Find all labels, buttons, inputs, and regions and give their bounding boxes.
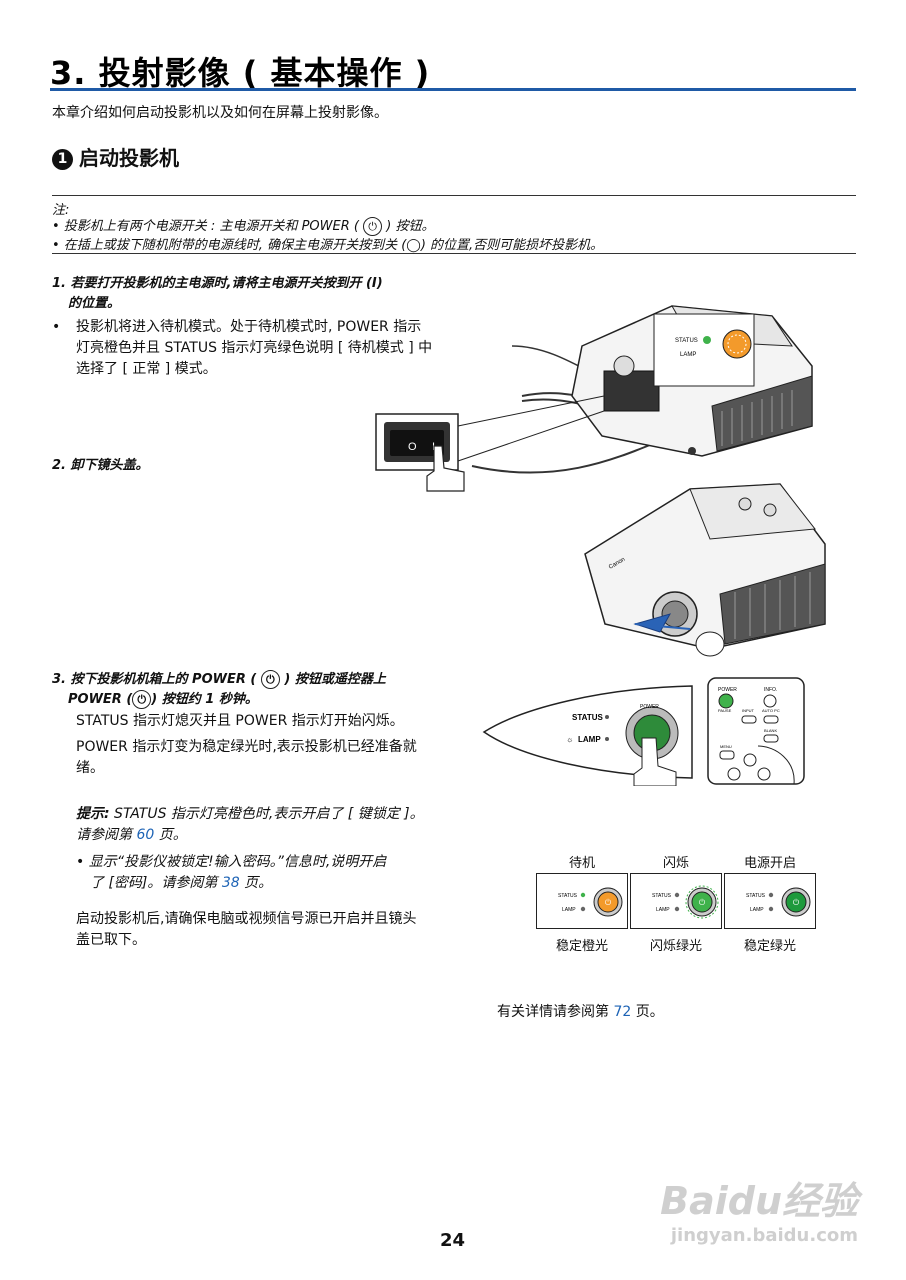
tip-text: 页。 — [154, 827, 187, 843]
remote-blank-label: BLANK — [764, 728, 777, 733]
step-2-title: 2. 卸下镜头盖。 — [52, 458, 149, 473]
step-1-body-line: 选择了 [ 正常 ] 模式。 — [76, 361, 217, 377]
chapter-intro: 本章介绍如何启动投影机以及如何在屏幕上投射影像。 — [52, 105, 388, 121]
remote-control-illustration: POWER INFO. PAUSE INPUT AUTO PC BLANK ME… — [707, 677, 805, 785]
panel-status-label: STATUS — [572, 713, 603, 722]
indicator-lamp-label: LAMP — [562, 907, 576, 913]
ref-text: 有关详情请参阅第 — [497, 1004, 614, 1020]
ref-text: 页。 — [631, 1004, 664, 1020]
note-item-1-text: • 投影机上有两个电源开关 : 主电源开关和 POWER ( — [52, 219, 359, 234]
step-1-body: 投影机将进入待机模式。处于待机模式时, POWER 指示 灯亮橙色并且 STAT… — [76, 317, 468, 380]
note-item-1: • 投影机上有两个电源开关 : 主电源开关和 POWER ( ⏻ ) 按钮。 — [52, 215, 434, 236]
remote-autopc-label: AUTO PC — [762, 708, 780, 713]
indicator-state-description: 闪烁绿光 — [649, 939, 702, 954]
detail-reference: 有关详情请参阅第 72 页。 — [497, 1002, 664, 1023]
indicator-state-label: 待机 — [568, 856, 595, 871]
title-underline — [50, 88, 856, 91]
step-3-para-1: STATUS 指示灯熄灭并且 POWER 指示灯开始闪烁。 — [76, 713, 404, 729]
page-link-38[interactable]: 38 — [221, 875, 240, 891]
note-top-rule — [52, 195, 856, 196]
tip-text: STATUS 指示灯亮橙色时,表示开启了 [ 键锁定 ]。 — [109, 806, 424, 822]
indicator-panel: STATUS LAMP ⏻ — [630, 873, 722, 929]
tip-text: 页。 — [239, 875, 273, 891]
step-1-line-2: 的位置。 — [68, 296, 121, 311]
step-3-para-2-line: 绪。 — [76, 760, 104, 776]
section-number: 1 — [52, 149, 73, 170]
baidu-watermark: Baidu经验 jingyan.baidu.com — [660, 1170, 858, 1246]
tip-bullet-line-2: 了 [密码]。请参阅第 38 页。 — [76, 873, 424, 894]
step-1-bullet: • — [52, 319, 61, 335]
remote-info-label: INFO. — [764, 687, 777, 693]
tip-label: 提示: — [76, 806, 110, 822]
note-item-1-end: ) 按钮。 — [386, 219, 435, 234]
tip-line-1: 提示: STATUS 指示灯亮橙色时,表示开启了 [ 键锁定 ]。 — [76, 804, 424, 825]
svg-text:⏻: ⏻ — [605, 898, 612, 907]
watermark-url: jingyan.baidu.com — [670, 1225, 858, 1246]
step-1-line-1: 1. 若要打开投影机的主电源时,请将主电源开关按到开 (I) — [52, 276, 383, 291]
step-3-para-2: POWER 指示灯变为稳定绿光时,表示投影机已经准备就 绪。 — [76, 737, 470, 779]
indicator-status-label: STATUS — [746, 893, 766, 899]
step-3-line-2: POWER (⏻) 按钮约 1 秒钟。 — [52, 690, 386, 710]
step-3-title: 3. 按下投影机机箱上的 POWER ( ⏻ ) 按钮或遥控器上 POWER (… — [52, 670, 386, 710]
remote-pause-label: PAUSE — [718, 708, 732, 713]
indicator-state-label: 电源开启 — [743, 856, 796, 871]
indicator-status-label: STATUS — [652, 893, 672, 899]
zoom-lamp-label: LAMP — [680, 352, 696, 358]
indicator-state: 电源开启 STATUS LAMP ⏻ 稳定绿光 — [724, 852, 816, 954]
power-symbol-icon: ⏻ — [260, 670, 280, 689]
closing-line: 盖已取下。 — [76, 932, 146, 948]
watermark-brand: Baidu经验 — [660, 1179, 858, 1223]
closing-text: 启动投影机后,请确保电脑或视频信号源已开启并且镜头 盖已取下。 — [76, 909, 470, 951]
section-title: 启动投影机 — [79, 146, 179, 170]
remote-input-label: INPUT — [742, 708, 755, 713]
indicator-state-description: 稳定橙光 — [555, 939, 608, 954]
step-3-text: 3. 按下投影机机箱上的 POWER ( — [52, 672, 257, 687]
step-1-body-line: 投影机将进入待机模式。处于待机模式时, POWER 指示 — [76, 319, 422, 335]
note-bottom-rule — [52, 253, 856, 254]
indicator-status-label: STATUS — [558, 893, 578, 899]
svg-text:⏻: ⏻ — [699, 898, 706, 907]
tip-text: 请参阅第 — [76, 827, 137, 843]
indicator-state-label: 闪烁 — [662, 856, 689, 871]
page-link-60[interactable]: 60 — [136, 827, 155, 843]
remote-power-label: POWER — [718, 687, 737, 693]
zoom-status-label: STATUS — [675, 338, 698, 344]
indicator-panel: STATUS LAMP ⏻ — [536, 873, 628, 929]
indicator-state: 闪烁 STATUS LAMP ⏻ 闪烁绿光 — [630, 852, 722, 954]
note-item-2: • 在插上或拔下随机附带的电源线时, 确保主电源开关按到关 (◯) 的位置,否则… — [52, 238, 604, 253]
power-symbol-icon: ⏻ — [132, 690, 152, 709]
projector-main-switch-illustration: STATUS LAMP O I — [375, 305, 813, 492]
lens-cap-illustration: Canon — [584, 483, 826, 657]
svg-text:⏻: ⏻ — [793, 898, 800, 907]
indicator-lamp-label: LAMP — [656, 907, 670, 913]
page-number: 24 — [440, 1230, 466, 1251]
control-panel-illustration: STATUS ☼ LAMP POWER — [482, 685, 693, 786]
step-3-text: ) 按钮或遥控器上 — [284, 672, 386, 687]
closing-line: 启动投影机后,请确保电脑或视频信号源已开启并且镜头 — [76, 911, 417, 927]
panel-lamp-label: LAMP — [578, 735, 601, 744]
section-heading: 1 启动投影机 — [52, 142, 179, 171]
step-3-line-1: 3. 按下投影机机箱上的 POWER ( ⏻ ) 按钮或遥控器上 — [52, 670, 386, 690]
indicator-states: 待机 STATUS LAMP ⏻ 稳定橙光 闪烁 STATUS LAMP ⏻ 闪烁绿光 电源开启 ST… — [536, 852, 816, 954]
step-3-text: ) 按钮约 1 秒钟。 — [151, 692, 258, 707]
step-3-para-2-line: POWER 指示灯变为稳定绿光时,表示投影机已经准备就 — [76, 739, 417, 755]
step-1-body-line: 灯亮橙色并且 STATUS 指示灯亮绿色说明 [ 待机模式 ] 中 — [76, 340, 433, 356]
svg-text:☼: ☼ — [566, 735, 573, 744]
indicator-panel: STATUS LAMP ⏻ — [724, 873, 816, 929]
tip-line-2: 请参阅第 60 页。 — [76, 825, 424, 846]
remote-menu-label: MENU — [720, 744, 732, 749]
step-1-title: 1. 若要打开投影机的主电源时,请将主电源开关按到开 (I) 的位置。 — [52, 274, 383, 314]
tip-block: 提示: STATUS 指示灯亮橙色时,表示开启了 [ 键锁定 ]。 请参阅第 6… — [76, 804, 424, 894]
page-link-72[interactable]: 72 — [613, 1004, 632, 1020]
page-title: 3. 投射影像 ( 基本操作 ) — [50, 54, 431, 92]
panel-power-label: POWER — [640, 704, 659, 710]
note-label: 注: — [52, 203, 70, 218]
tip-bullet-line-1: • 显示“投影仪被锁定!输入密码。”信息时,说明开启 — [76, 854, 387, 870]
tip-text: 了 [密码]。请参阅第 — [90, 875, 222, 891]
indicator-lamp-label: LAMP — [750, 907, 764, 913]
switch-off-label: O — [408, 441, 417, 453]
step-3-text: POWER ( — [68, 692, 133, 707]
indicator-state: 待机 STATUS LAMP ⏻ 稳定橙光 — [536, 852, 628, 954]
indicator-state-description: 稳定绿光 — [743, 939, 796, 954]
